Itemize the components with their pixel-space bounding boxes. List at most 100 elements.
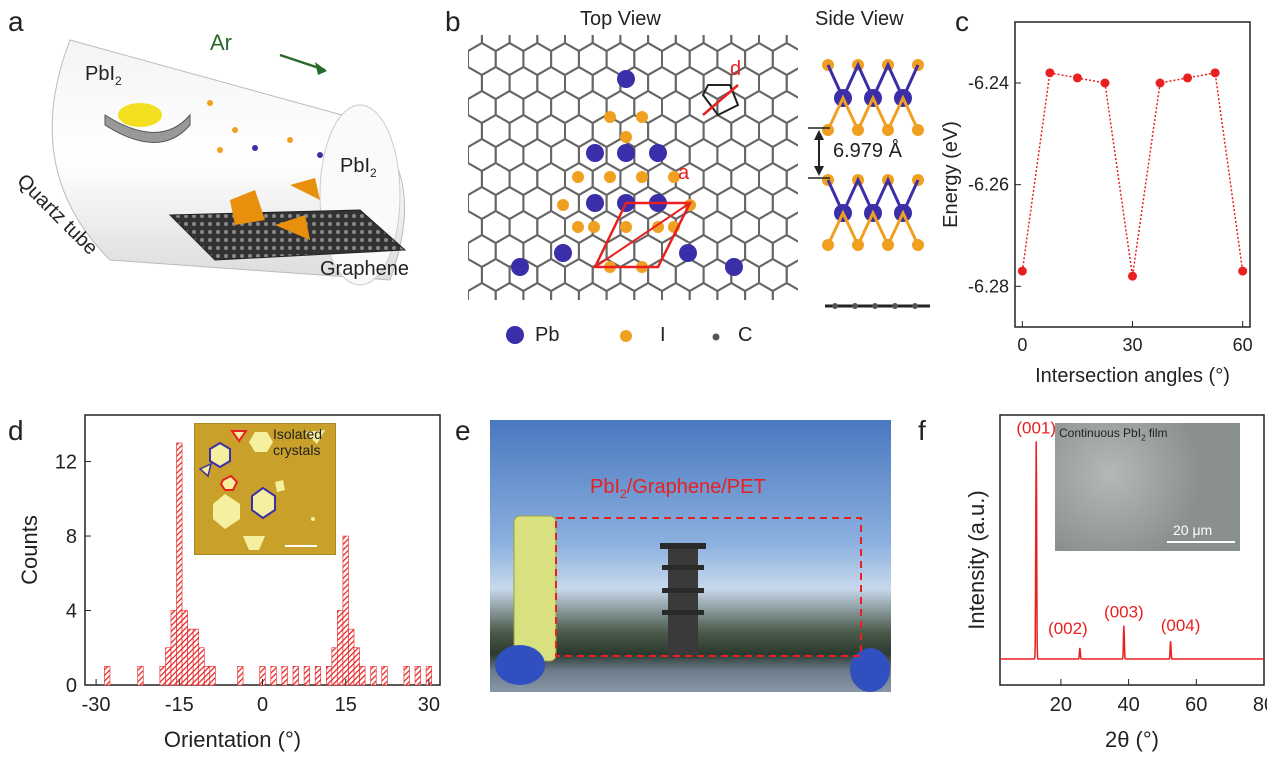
- lead-atom: [586, 194, 604, 212]
- top-view-label: Top View: [580, 8, 661, 30]
- histogram-bar: [192, 628, 200, 686]
- hex-cell: [785, 259, 798, 291]
- energy-line: [1021, 71, 1244, 277]
- hex-cell: [702, 35, 733, 53]
- lead-atom: [617, 144, 635, 162]
- hex-cell: [758, 35, 788, 53]
- right-glove: [850, 648, 890, 692]
- graphene-substrate: [168, 209, 407, 261]
- panel-f-letter: f: [918, 415, 926, 446]
- histogram-bar: [348, 628, 355, 686]
- histogram-bar: [342, 535, 349, 686]
- d-vector-label: d: [730, 58, 742, 80]
- histogram-bar: [198, 647, 205, 686]
- iodine-atom: [620, 131, 632, 143]
- hex-cell: [619, 35, 650, 53]
- y-tick-label: 12: [55, 452, 77, 474]
- x-tick-label: 15: [335, 694, 357, 716]
- hex-cell: [564, 35, 594, 53]
- iodine-atom: [636, 171, 648, 183]
- iodine-atom: [604, 111, 616, 123]
- iodine-atom: [557, 199, 569, 211]
- d-cell: [701, 84, 740, 117]
- lead-atom: [617, 70, 635, 88]
- histogram-bar: [325, 666, 333, 686]
- histogram-bar: [281, 666, 288, 686]
- hex-cell: [730, 35, 760, 53]
- histogram-bar: [137, 666, 144, 686]
- histogram-bar: [203, 666, 211, 686]
- hex-cell: [536, 35, 566, 53]
- peak-label: (003): [1104, 603, 1144, 622]
- panel-b-letter: b: [445, 6, 461, 37]
- y-tick-label: -6.24: [968, 73, 1009, 93]
- histogram-bar: [187, 628, 194, 686]
- panel-a-schematic: [51, 39, 407, 286]
- x-tick-label: 60: [1185, 694, 1207, 716]
- continuous-film-label: Continuous PbI2 film: [1059, 426, 1168, 443]
- iodine-atom: [636, 111, 648, 123]
- lead-atom: [586, 144, 604, 162]
- y-axis-label: Counts: [17, 515, 42, 585]
- interlayer-spacing: 6.979 Å: [833, 140, 902, 162]
- i-legend-icon: [620, 330, 632, 342]
- iodine-atom: [620, 221, 632, 233]
- iodine-atom: [588, 221, 600, 233]
- x-tick-label: 0: [1017, 335, 1027, 355]
- c-legend-icon: [712, 333, 720, 341]
- y-tick-label: 8: [66, 526, 77, 548]
- histogram-bar: [414, 666, 421, 686]
- hex-cell: [647, 35, 677, 53]
- hex-cell: [633, 281, 663, 300]
- histogram-bar: [104, 666, 111, 686]
- flow-arrow-head: [315, 62, 327, 75]
- energy-point: [1238, 266, 1248, 276]
- histogram-bar: [337, 610, 344, 686]
- sem-inset: Continuous PbI2 film 20 μm: [1055, 423, 1240, 551]
- plot-frame: [999, 414, 1265, 686]
- histogram-bar: [303, 666, 310, 686]
- pagoda: [668, 548, 698, 658]
- histogram-bar: [331, 647, 338, 686]
- x-tick-label: -15: [165, 694, 194, 716]
- x-tick-label: 80: [1253, 694, 1267, 716]
- energy-point: [1128, 271, 1137, 281]
- panel-c-letter: c: [955, 6, 969, 37]
- hex-cell: [688, 281, 719, 300]
- graphene-label: Graphene: [320, 258, 409, 280]
- lattice-vectors: [593, 84, 740, 269]
- lead-atom: [649, 144, 667, 162]
- histogram-bar: [403, 666, 410, 686]
- energy-point: [1210, 68, 1220, 78]
- iodine-atom: [668, 171, 680, 183]
- hex-cell: [744, 281, 774, 300]
- x-tick-label: 60: [1233, 335, 1253, 355]
- hex-cell: [785, 67, 798, 99]
- histogram-bar: [176, 442, 183, 686]
- hex-cell: [591, 35, 622, 53]
- histogram-bar: [381, 666, 388, 686]
- energy-point: [1100, 78, 1110, 88]
- histogram-bar: [370, 666, 377, 686]
- panel-e-letter: e: [455, 415, 471, 446]
- histogram-bar: [314, 666, 322, 686]
- crystal-3: [290, 178, 320, 200]
- hex-cell: [508, 35, 539, 53]
- afm-inset-shapes: [198, 430, 325, 550]
- x-axis-label: Intersection angles (°): [1035, 365, 1230, 387]
- x-tick-label: 30: [418, 694, 440, 716]
- peak-label: (001): [1016, 418, 1056, 437]
- y-tick-label: -6.28: [968, 276, 1009, 296]
- histogram-bar: [170, 610, 177, 686]
- lead-atom: [679, 244, 697, 262]
- legend-pb: Pb: [535, 324, 560, 346]
- side-layer-1: [822, 59, 924, 136]
- histogram-bar: [292, 666, 299, 686]
- ar-label: Ar: [210, 30, 232, 55]
- lattice-top-view: [468, 35, 798, 300]
- side-view-label: Side View: [815, 8, 904, 30]
- x-axis-label: Orientation (°): [164, 727, 301, 752]
